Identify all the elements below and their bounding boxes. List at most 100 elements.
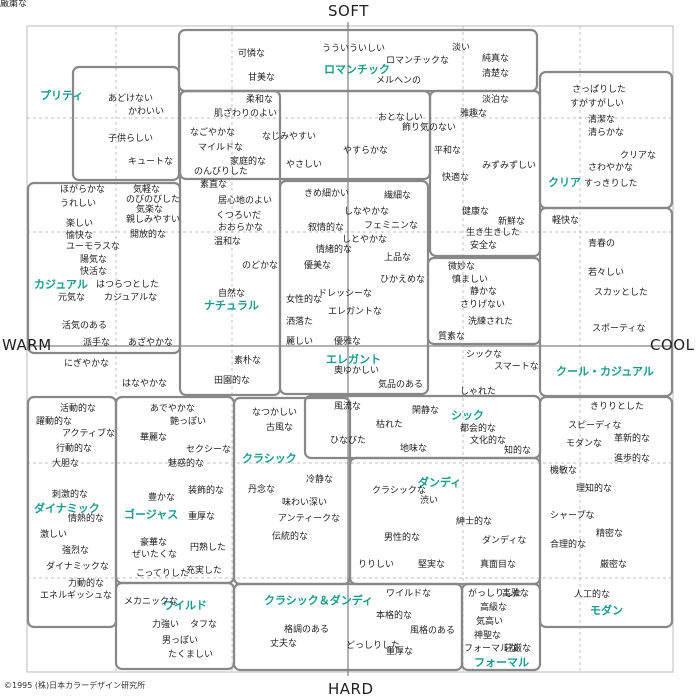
keyword: 情熱的な (68, 514, 105, 524)
keyword: 子供らしい (108, 134, 154, 144)
keyword: 厳密な (600, 560, 628, 570)
keyword: 気楽な (136, 205, 164, 215)
keyword: すっきりした (584, 179, 638, 189)
keyword: 味わい深い (282, 498, 328, 508)
keyword: 機敏な (550, 466, 578, 476)
keyword: おおらかな (218, 223, 264, 233)
keyword: うういういしい (322, 44, 386, 54)
keyword: 健康な (462, 207, 490, 217)
keyword: 閑静な (412, 406, 440, 416)
keyword: 円熟した (190, 543, 227, 553)
keyword: アンティークな (278, 514, 341, 524)
keyword: 平和な (434, 146, 462, 156)
keyword: スピーディな (568, 421, 622, 431)
keyword: 風格のある (410, 626, 456, 636)
keyword: 家庭的な (230, 157, 267, 167)
keyword: 慎ましい (452, 275, 489, 285)
keyword: 元気な (58, 293, 86, 303)
group-label: ダイナミック (34, 502, 100, 515)
keyword: さわやかな (588, 163, 634, 173)
keyword: 軽快な (552, 216, 580, 226)
keyword: 陽気な (80, 255, 108, 265)
keyword: 男っぽい (162, 636, 199, 646)
keyword: しなやかな (344, 207, 390, 217)
keyword: 行動的な (56, 444, 93, 454)
keyword: 刺激的な (52, 490, 89, 500)
keyword: 古風な (266, 423, 294, 433)
keyword: 理知的な (576, 484, 613, 494)
keyword: シャープな (550, 511, 595, 521)
keyword: エネルギッシュな (40, 591, 113, 601)
keyword: 優雅な (334, 337, 362, 347)
keyword: 清潔な (588, 115, 616, 125)
keyword: 新鮮な (498, 217, 526, 227)
group-label: モダン (590, 604, 623, 617)
keyword: がっしりした (468, 589, 523, 599)
keyword: 自然な (218, 289, 246, 299)
keyword: 素直な (200, 180, 228, 190)
keyword: 伝統的な (272, 532, 309, 542)
axis-label-right: COOL (650, 336, 695, 354)
group-label: クール・カジュアル (556, 365, 654, 378)
axis-label-top: SOFT (328, 2, 369, 20)
group-label: クリア (548, 176, 581, 189)
keyword: 艶っぽい (170, 417, 207, 427)
keyword: ワイルドな (386, 589, 432, 599)
keyword: ひなびた (330, 436, 367, 446)
keyword: 青春の (588, 239, 616, 249)
keyword: セクシーな (186, 445, 232, 455)
keyword: 静かな (470, 287, 498, 297)
keyword: 田園的な (214, 376, 251, 386)
keyword: 精密な (596, 529, 624, 539)
keyword: 女性的な (286, 295, 323, 305)
keyword: 安全な (470, 241, 498, 251)
keyword: 上品な (384, 253, 412, 263)
keyword: たくましい (168, 650, 214, 660)
keyword: 温和な (214, 237, 242, 247)
keyword: 地味な (400, 444, 428, 454)
group-label: クラシック (242, 452, 297, 465)
group-label: ゴージャス (124, 508, 179, 521)
keyword: かわいい (128, 107, 165, 117)
keyword: 繊細な (384, 191, 412, 201)
keyword: 開放的な (130, 230, 167, 240)
keyword: 力強い (152, 620, 180, 630)
keyword: 荘厳な (504, 644, 532, 654)
keyword: 純真な (482, 54, 510, 64)
box-formal (460, 582, 542, 672)
keyword: 柔和な (246, 95, 274, 105)
keyword: 風流な (334, 402, 362, 412)
keyword: あどけない (108, 94, 154, 104)
keyword: 人工的な (574, 590, 611, 600)
keyword: 厳粛な (0, 0, 28, 9)
keyword: すがすがしい (570, 99, 625, 109)
keyword: 華麗な (140, 433, 168, 443)
keyword: 力動的な (68, 579, 105, 589)
keyword: 魅惑的な (168, 459, 205, 469)
keyword: タフな (190, 620, 218, 630)
keyword: 文化的な (470, 436, 507, 446)
keyword: 重厚な (188, 512, 216, 522)
keyword: 麗しい (286, 337, 314, 347)
keyword: メカニックな (124, 597, 179, 607)
keyword: のびのびした (126, 195, 181, 205)
keyword: 清楚な (482, 69, 510, 79)
keyword: クリアな (620, 151, 657, 161)
keyword: なじみやすい (262, 132, 317, 142)
keyword: やさしい (286, 160, 323, 170)
keyword: フォーマルな (464, 644, 519, 654)
keyword: 洗練された (468, 317, 514, 327)
keyword: みずみずしい (482, 161, 537, 171)
keyword: 飾り気のない (402, 123, 457, 133)
keyword: エレガントな (328, 307, 383, 317)
keyword: のどかな (242, 261, 279, 271)
keyword: 派手な (83, 338, 111, 348)
keyword: モダンな (566, 439, 603, 449)
keyword: 高雅な (502, 589, 530, 599)
keyword: しゃれた (460, 387, 497, 397)
keyword: 雅趣な (460, 109, 488, 119)
keyword: マイルドな (198, 143, 244, 153)
keyword: 淡い (452, 43, 471, 53)
keyword: にぎやかな (64, 359, 110, 369)
